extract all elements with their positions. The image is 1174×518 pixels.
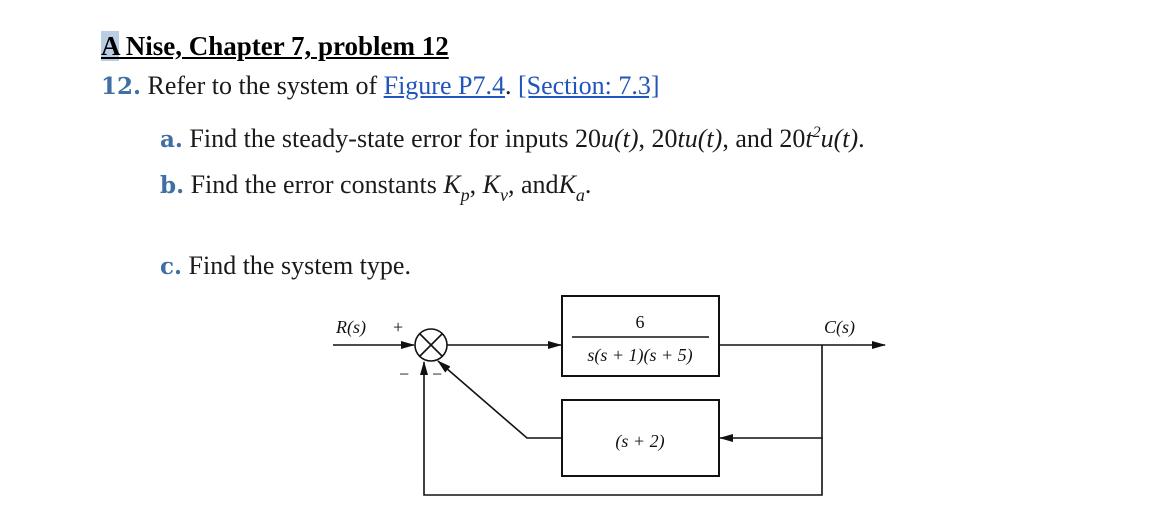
minus-sign-2: − xyxy=(432,364,442,384)
minus-sign-1: − xyxy=(399,364,409,384)
title-highlight: A xyxy=(101,31,120,61)
math-kp: Kp xyxy=(443,170,469,205)
problem-text: Refer to the system of xyxy=(141,71,384,100)
forward-block xyxy=(561,295,720,377)
problem-statement: 12. Refer to the system of Figure P7.4. … xyxy=(101,71,660,101)
math-sub-p: p xyxy=(460,185,470,205)
part-c-letter: c. xyxy=(160,253,183,280)
math-ka: Ka xyxy=(558,170,585,205)
output-label: C(s) xyxy=(824,317,855,338)
math-kv: Kv xyxy=(482,170,508,205)
figure-link[interactable]: Figure P7.4 xyxy=(383,71,505,100)
math-sub-a: a xyxy=(575,185,585,205)
part-b-comma: , xyxy=(469,170,483,199)
math-tu: tu(t) xyxy=(677,124,723,153)
part-a-sep1: , 20 xyxy=(638,124,678,153)
feedback-path-out xyxy=(437,360,562,439)
feedback-block-label: (s + 2) xyxy=(615,431,664,452)
part-a-text: Find the steady-state error for inputs 2… xyxy=(182,124,601,153)
math-sup: 2 xyxy=(812,124,821,141)
part-b-text: Find the error constants xyxy=(184,170,444,199)
part-c: c. Find the system type. xyxy=(160,251,411,281)
math-sub-v: v xyxy=(500,185,509,205)
math-t: t xyxy=(805,124,813,153)
part-b-letter: b. xyxy=(160,172,185,199)
math-k: K xyxy=(558,170,576,199)
part-a-sep2: , and 20 xyxy=(722,124,806,153)
summing-cross-2 xyxy=(419,333,443,357)
part-a-end: . xyxy=(858,124,865,153)
forward-denominator: s(s + 1)(s + 5) xyxy=(587,345,692,366)
math-u: u(t) xyxy=(601,124,639,153)
section-link[interactable]: [Section: 7.3] xyxy=(517,71,660,100)
problem-text-after: . xyxy=(504,71,518,100)
math-k: K xyxy=(443,170,461,199)
part-b-end: . xyxy=(584,170,592,199)
math-u3: u(t) xyxy=(820,124,859,153)
forward-numerator: 6 xyxy=(636,312,645,332)
problem-number: 12. xyxy=(101,73,142,100)
part-a: a. Find the steady-state error for input… xyxy=(160,124,865,154)
title-text: Nise, Chapter 7, problem 12 xyxy=(119,31,449,61)
math-t2u: t2u(t) xyxy=(805,124,858,153)
part-b: b. Find the error constants Kp, Kv, andK… xyxy=(160,170,591,206)
plus-sign: + xyxy=(393,317,403,337)
page-title: A Nise, Chapter 7, problem 12 xyxy=(101,31,449,62)
feedback-path-in xyxy=(719,345,823,442)
part-c-text: Find the system type. xyxy=(182,251,411,280)
math-k: K xyxy=(482,170,501,199)
input-label: R(s) xyxy=(335,317,366,338)
part-a-letter: a. xyxy=(160,126,183,153)
part-b-and: , and xyxy=(508,170,559,199)
unity-feedback-path xyxy=(420,361,823,496)
